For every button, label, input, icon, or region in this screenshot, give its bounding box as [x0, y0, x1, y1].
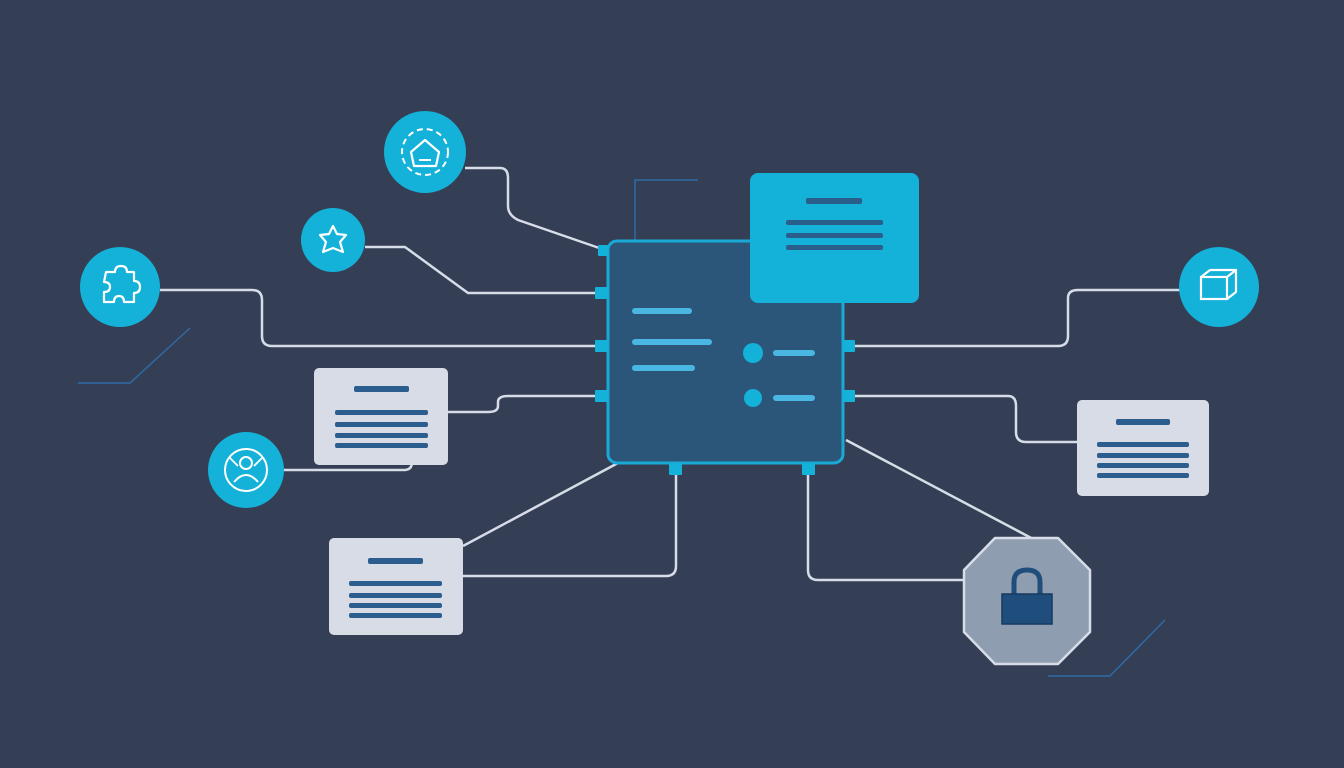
- connector-lock-diag: [845, 438, 1036, 542]
- connector-lock-bottom: [806, 470, 965, 582]
- deco-line-left: [78, 327, 191, 384]
- connector-card-bottom-left: [463, 470, 678, 578]
- hub-dot: [744, 389, 762, 407]
- user-network-icon: [208, 432, 284, 508]
- deco-line-hub-top: [634, 179, 698, 240]
- padlock-icon: [1001, 567, 1053, 625]
- hub-port: [598, 245, 608, 256]
- hub-port: [595, 340, 608, 352]
- document-panel: [750, 173, 919, 303]
- connector-card-right: [855, 394, 1077, 444]
- hub-text-lines: [632, 308, 815, 401]
- connector-right-icon: [855, 288, 1182, 348]
- hub-port: [843, 340, 855, 352]
- decorative-lines: [78, 179, 1166, 677]
- puzzle-icon: [80, 247, 160, 327]
- shield-home-icon: [384, 111, 466, 193]
- hub-dot: [743, 343, 763, 363]
- hub-port: [595, 390, 608, 402]
- connector-card-bottom-left-diag: [462, 461, 619, 548]
- hub-port: [669, 463, 682, 475]
- hub-port: [843, 390, 855, 402]
- connectors: [160, 166, 1182, 582]
- document-card-left: [314, 368, 448, 465]
- padlock-node: [962, 536, 1092, 666]
- connector-top-icon: [465, 166, 606, 252]
- document-card-bottom-left: [329, 538, 463, 635]
- deco-line-bottom-right: [1048, 619, 1166, 677]
- hub-port: [595, 287, 608, 299]
- connector-left-icon: [160, 288, 598, 348]
- star-icon: [301, 208, 365, 272]
- document-card-right: [1077, 400, 1209, 496]
- cube-icon: [1179, 247, 1259, 327]
- hub-port: [802, 463, 815, 475]
- connector-star-icon: [365, 245, 598, 295]
- connector-card-left: [448, 394, 598, 414]
